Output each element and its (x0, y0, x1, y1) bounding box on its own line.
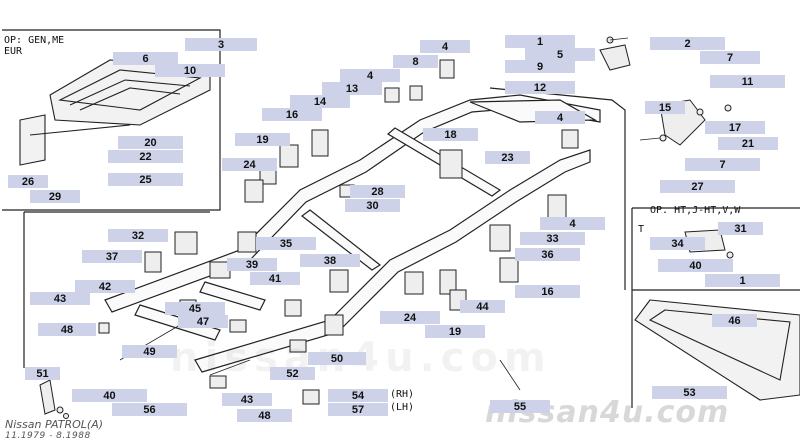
callout-part-10[interactable]: 10 (155, 64, 225, 77)
callout-part-4-right[interactable]: 4 (535, 111, 585, 124)
callout-part-16-lower[interactable]: 16 (515, 285, 580, 298)
callout-part-36[interactable]: 36 (515, 248, 580, 261)
callout-part-24[interactable]: 24 (222, 158, 277, 171)
callout-part-44[interactable]: 44 (460, 300, 505, 313)
callout-part-7-top[interactable]: 7 (700, 51, 760, 64)
hardware-illustration (39, 379, 69, 419)
callout-part-5[interactable]: 5 (525, 48, 595, 61)
callout-part-19[interactable]: 19 (235, 133, 290, 146)
inset-top-right-border (489, 87, 626, 290)
watermark-model: Nissan PATROL(A) 11.1979 - 8.1988 (5, 418, 103, 441)
callout-part-47[interactable]: 47 (178, 315, 228, 328)
callout-part-1-top[interactable]: 1 (505, 35, 575, 48)
callout-part-26[interactable]: 26 (8, 175, 48, 188)
inset-top-left-border (2, 29, 221, 211)
callout-part-21[interactable]: 21 (718, 137, 778, 150)
callout-part-34[interactable]: 34 (650, 237, 705, 250)
inset-boxes (2, 29, 800, 408)
callout-part-20[interactable]: 20 (118, 136, 183, 149)
callout-part-27[interactable]: 27 (660, 180, 735, 193)
callout-part-46[interactable]: 46 (712, 314, 757, 327)
callout-part-39[interactable]: 39 (227, 258, 277, 271)
callout-part-33[interactable]: 33 (520, 232, 585, 245)
callout-part-19-lower[interactable]: 19 (425, 325, 485, 338)
callout-part-13[interactable]: 13 (322, 82, 382, 95)
left-rail (104, 94, 601, 313)
callout-part-54[interactable]: 54 (328, 389, 388, 402)
rh-label: (RH) (390, 389, 415, 400)
callout-part-40-bottom[interactable]: 40 (72, 389, 147, 402)
leader-lines (119, 37, 661, 391)
callout-part-16[interactable]: 16 (262, 108, 322, 121)
callout-part-9[interactable]: 9 (505, 60, 575, 73)
callout-part-14[interactable]: 14 (290, 95, 350, 108)
callout-part-29[interactable]: 29 (30, 190, 80, 203)
watermark-model-name: Nissan PATROL(A) (5, 418, 104, 431)
right-rail (194, 149, 591, 373)
callout-part-49[interactable]: 49 (122, 345, 177, 358)
callout-part-56[interactable]: 56 (112, 403, 187, 416)
inset-right-border (631, 207, 800, 408)
callout-part-8[interactable]: 8 (393, 55, 438, 68)
top-left-option-note: OP: GEN,ME EUR (4, 35, 65, 57)
right-option-note: OP. HT,J-HT,V,W (650, 205, 741, 216)
callout-part-52[interactable]: 52 (270, 367, 315, 380)
callout-part-41[interactable]: 41 (250, 272, 300, 285)
callout-part-4-mid[interactable]: 4 (340, 69, 400, 82)
callout-part-4-top[interactable]: 4 (420, 40, 470, 53)
callout-part-22[interactable]: 22 (108, 150, 183, 163)
callout-part-3[interactable]: 3 (185, 38, 257, 51)
callout-part-7-bottom[interactable]: 7 (685, 158, 760, 171)
callout-part-53[interactable]: 53 (652, 386, 727, 399)
callout-part-43-left[interactable]: 43 (30, 292, 90, 305)
callout-part-45[interactable]: 45 (165, 302, 225, 315)
watermark-dates: 11.1979 - 8.1988 (5, 431, 91, 441)
callout-part-30[interactable]: 30 (345, 199, 400, 212)
callout-part-50[interactable]: 50 (308, 352, 366, 365)
callout-part-25[interactable]: 25 (108, 173, 183, 186)
lh-label: (LH) (390, 402, 415, 413)
callout-part-2[interactable]: 2 (650, 37, 725, 50)
callout-part-43-bottom[interactable]: 43 (222, 393, 272, 406)
callout-part-23[interactable]: 23 (485, 151, 530, 164)
callout-part-35[interactable]: 35 (256, 237, 316, 250)
callout-part-31[interactable]: 31 (718, 222, 763, 235)
callout-part-40-right[interactable]: 40 (658, 259, 733, 272)
callout-part-15[interactable]: 15 (645, 101, 685, 114)
callout-part-24-lower[interactable]: 24 (380, 311, 440, 324)
right-marker-note: T (638, 224, 645, 235)
callout-part-12[interactable]: 12 (505, 81, 575, 94)
callout-part-48-left[interactable]: 48 (38, 323, 96, 336)
callout-part-11[interactable]: 11 (710, 75, 785, 88)
main-frame-border (23, 211, 210, 368)
callout-part-48-bottom[interactable]: 48 (237, 409, 292, 422)
callout-part-32[interactable]: 32 (108, 229, 168, 242)
callout-part-42[interactable]: 42 (75, 280, 135, 293)
callout-part-18[interactable]: 18 (423, 128, 478, 141)
callout-part-1-right[interactable]: 1 (705, 274, 780, 287)
cross-member-2 (301, 209, 382, 271)
callout-part-28[interactable]: 28 (350, 185, 405, 198)
callout-part-6[interactable]: 6 (113, 52, 178, 65)
callout-part-51[interactable]: 51 (25, 367, 60, 380)
callout-part-38[interactable]: 38 (300, 254, 360, 267)
callout-part-37[interactable]: 37 (82, 250, 142, 263)
cross-member-4 (199, 281, 266, 311)
callout-part-4-lower[interactable]: 4 (540, 217, 605, 230)
callout-part-17[interactable]: 17 (705, 121, 765, 134)
callout-part-57[interactable]: 57 (328, 403, 388, 416)
callout-part-55[interactable]: 55 (490, 400, 550, 413)
